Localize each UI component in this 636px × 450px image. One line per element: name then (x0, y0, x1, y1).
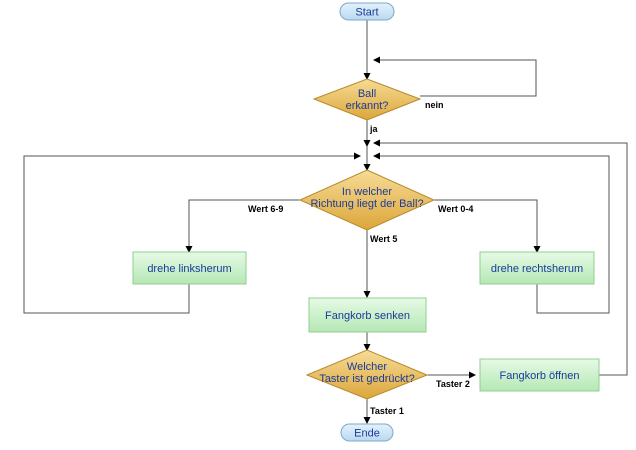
lower-basket-process: Fangkorb senken (308, 297, 427, 333)
turn-right-label: drehe rechtsherum (491, 263, 583, 275)
edge-open-loop (373, 139, 628, 376)
edge-right-loop (373, 152, 610, 314)
turn-left-label: drehe linksherum (147, 263, 231, 275)
edge-value-6-9 (185, 199, 310, 253)
edge-label-value-0-4: Wert 0-4 (438, 204, 473, 214)
edge-value-0-4 (424, 199, 541, 253)
which-button-label-line1: Welcher (347, 361, 387, 373)
turn-left-process: drehe linksherum (132, 251, 247, 285)
edge-label-value-5: Wert 5 (370, 234, 397, 244)
edge-label-no: nein (425, 100, 444, 110)
turn-right-process: drehe rechtsherum (479, 251, 595, 285)
edge-left-loop (23, 152, 361, 314)
connectors (23, 20, 628, 424)
edge-label-button-1: Taster 1 (370, 406, 404, 416)
ball-detected-label-line1: Ball (358, 88, 376, 100)
end-node: Ende (340, 423, 394, 442)
ball-detected-decision: Ball erkannt? (312, 78, 422, 121)
edge-no-loop (373, 56, 537, 97)
open-basket-process: Fangkorb öffnen (479, 358, 600, 392)
which-button-decision: Welcher Taster ist gedrückt? (305, 349, 429, 400)
start-node: Start (339, 2, 395, 21)
which-button-label-line2: Taster ist gedrückt? (319, 373, 414, 385)
ball-detected-label-line2: erkannt? (346, 100, 389, 112)
direction-label-line1: In welcher (342, 186, 392, 198)
open-basket-label: Fangkorb öffnen (500, 370, 580, 382)
direction-decision: In welcher Richtung liegt der Ball? (298, 169, 436, 231)
edge-label-value-6-9: Wert 6-9 (248, 204, 283, 214)
direction-label-line2: Richtung liegt der Ball? (310, 198, 423, 210)
edge-label-yes: ja (369, 124, 379, 134)
end-label: Ende (354, 428, 380, 440)
lower-basket-label: Fangkorb senken (325, 310, 410, 322)
start-label: Start (355, 7, 378, 19)
edge-label-button-2: Taster 2 (436, 379, 470, 389)
